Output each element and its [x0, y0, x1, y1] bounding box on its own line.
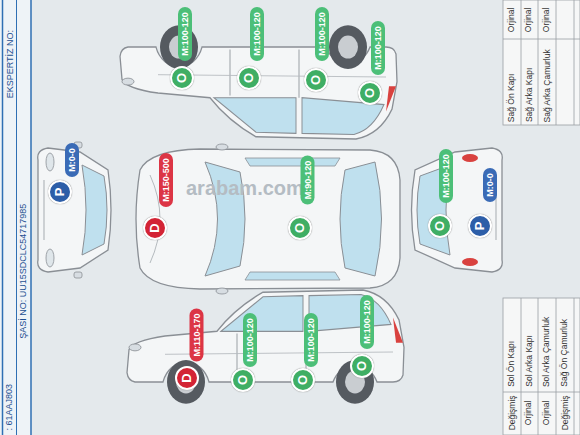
status-badge: P — [468, 214, 492, 238]
status-letter: O — [235, 375, 251, 385]
table-cell-text: Orjinal — [541, 401, 551, 426]
status-letter: D — [147, 223, 163, 232]
status-badge: D — [143, 216, 167, 240]
header-field-text: ŞASİ NO: UU15SDCLC54717985 — [18, 203, 28, 338]
measurement-pill: M:90-120 — [300, 156, 314, 205]
status-letter: O — [174, 73, 190, 83]
table-cell-text: Orjinal — [523, 401, 533, 426]
table-cell-text: Orjinal — [523, 8, 533, 33]
watermark: arabam.com — [186, 177, 304, 200]
table-cell: Orjinal — [524, 8, 534, 33]
status-letter: P — [52, 188, 68, 197]
table-cell: Sol Arka Çamurluk — [542, 317, 552, 387]
measurement-pill: M:100-120 — [178, 7, 192, 61]
table-cell: Sağ Arka Çamurluk — [542, 49, 552, 122]
table-cell-text: Sağ Ön Çamurluk — [559, 319, 569, 387]
status-badge: O — [231, 368, 255, 392]
measurement-pill: M:100-120 — [315, 7, 329, 61]
status-badge: D — [175, 366, 199, 390]
rear-view-car — [412, 148, 503, 272]
status-letter: O — [432, 221, 448, 231]
measurement-value: M:150-500 — [161, 158, 172, 202]
status-letter: O — [292, 223, 308, 233]
status-letter: O — [295, 375, 311, 385]
top-view-car — [136, 144, 400, 294]
status-badge: O — [350, 354, 374, 378]
measurement-value: M:0-0 — [67, 148, 78, 172]
status-letter: P — [472, 222, 488, 231]
measurement-value: M:110-170 — [191, 313, 202, 356]
status-badge: P — [48, 180, 72, 204]
table-cell: Sol Ön Kapı — [507, 341, 517, 387]
header-field: ŞASİ NO: UU15SDCLC54717985 — [18, 203, 28, 338]
measurement-pill: M:0-0 — [65, 143, 79, 177]
table-cell-text: Sol Arka Kapı — [523, 335, 533, 387]
status-badge: O — [304, 68, 328, 92]
side-view-car — [127, 290, 404, 404]
status-badge: O — [358, 81, 382, 105]
measurement-pill: M:100-120 — [371, 21, 385, 75]
table-cell-text: Sağ Arka Çamurluk — [541, 49, 551, 122]
status-badge: O — [237, 66, 261, 90]
table-cell-text: Sol Ön Kapı — [506, 341, 516, 387]
status-letter: O — [362, 88, 378, 98]
header-field-text: : 61AAJ803 — [4, 383, 14, 430]
table-cell: Orjinal — [524, 401, 534, 426]
measurement-pill: M:100-120 — [439, 149, 453, 203]
table-cell-text: Sağ Ön Kapı — [506, 73, 516, 122]
status-badge: O — [170, 66, 194, 90]
status-badge: O — [288, 216, 312, 240]
measurement-pill: M:150-500 — [159, 153, 173, 207]
measurement-pill: M:100-120 — [304, 313, 318, 367]
measurement-value: M:100-120 — [441, 154, 452, 198]
watermark-text: arabam.com — [186, 177, 304, 199]
measurement-pill: M:110-170 — [189, 309, 203, 362]
measurement-value: M:100-120 — [180, 12, 191, 56]
table-cell: Sağ Arka Kapı — [525, 68, 535, 122]
table-cell: Sağ Ön Kapı — [507, 73, 517, 122]
measurement-pill: M:100-120 — [360, 295, 374, 349]
table-cell-text: Orjinal — [506, 8, 516, 33]
table-cell-text: Sol Arka Çamurluk — [541, 317, 551, 387]
measurement-value: M:100-120 — [317, 12, 328, 56]
table-cell: Orjinal — [542, 401, 552, 426]
status-letter: D — [179, 373, 195, 382]
measurement-value: M:100-120 — [245, 318, 256, 362]
status-letter: O — [241, 73, 257, 83]
measurement-pill: M:100-120 — [243, 313, 257, 367]
table-cell: Değişmiş — [560, 395, 570, 430]
table-cell-text: Değişmiş — [506, 395, 516, 430]
table-cell: Değişmiş — [507, 395, 517, 430]
measurement-value: M:0-0 — [485, 173, 496, 197]
status-badge: O — [291, 368, 315, 392]
front-view-car — [38, 142, 111, 278]
table-cell: Sol Arka Kapı — [524, 335, 534, 387]
measurement-pill: M:0-0 — [483, 168, 497, 202]
measurement-value: M:90-120 — [302, 161, 313, 200]
measurement-value: M:100-120 — [373, 26, 384, 70]
table-cell-text: Değişmiş — [559, 395, 569, 430]
table-cell: Orjinal — [507, 8, 517, 33]
header-field: : 61AAJ803 — [4, 383, 14, 430]
table-cell-text: Sağ Arka Kapı — [524, 68, 534, 122]
header-field-text: EKSPERTİZ NO: — [5, 30, 15, 98]
status-letter: O — [308, 75, 324, 85]
table-cell: Sağ Ön Çamurluk — [560, 319, 570, 387]
status-badge: O — [428, 214, 452, 238]
header-field: EKSPERTİZ NO: — [5, 30, 15, 98]
table-cell-text: Orjinal — [541, 8, 551, 33]
header-strip — [0, 0, 31, 435]
measurement-value: M:100-120 — [252, 12, 263, 56]
measurement-value: M:100-120 — [306, 318, 317, 362]
status-letter: O — [354, 361, 370, 371]
status-table — [503, 0, 580, 435]
table-cell: Orjinal — [542, 8, 552, 33]
measurement-pill: M:100-120 — [250, 7, 264, 61]
measurement-value: M:100-120 — [362, 300, 373, 344]
